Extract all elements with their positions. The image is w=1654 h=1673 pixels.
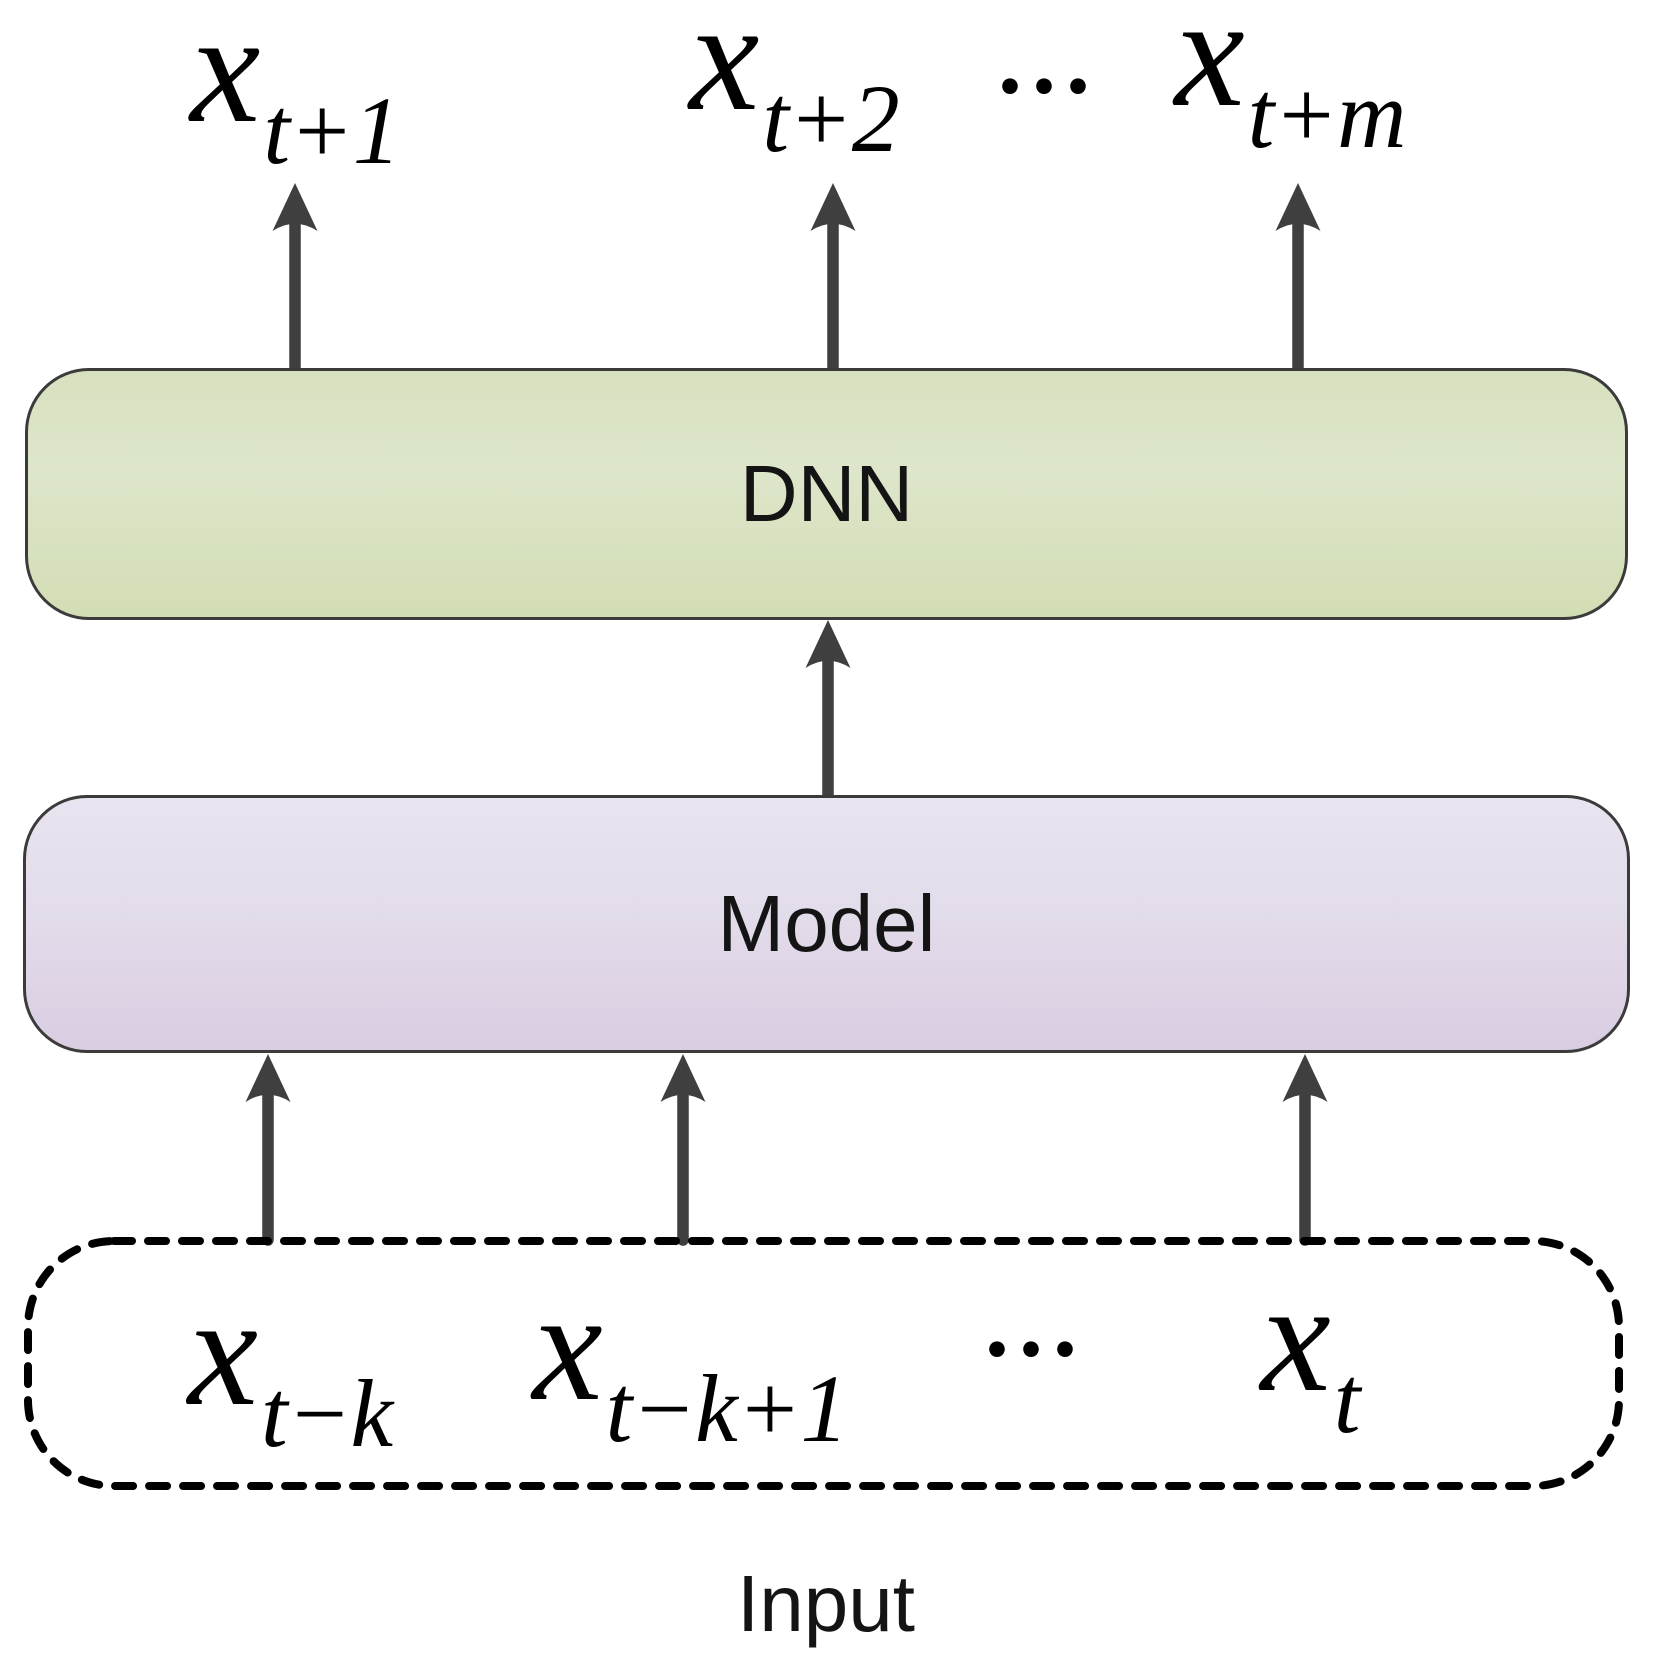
input-label-x-t-base: x: [1260, 1250, 1331, 1425]
output-ellipsis: ···: [993, 32, 1097, 139]
up-arrow-icon: [1282, 1054, 1328, 1246]
up-arrow-icon: [810, 183, 856, 373]
input-label-x-tk-base: x: [187, 1264, 259, 1439]
output-label-x-tm-sub: t+m: [1247, 61, 1407, 168]
output-label-x-tm: xt+m: [1174, 0, 1407, 163]
output-label-x-t2-base: x: [689, 0, 760, 144]
output-label-x-t1-sub: t+1: [263, 77, 400, 184]
input-label-x-t-sub: t: [1333, 1346, 1361, 1453]
input-label-x-tk1-base: x: [532, 1259, 603, 1434]
input-caption: Input: [737, 1559, 915, 1648]
dnn-label: DNN: [739, 449, 914, 538]
input-label-x-tk: xt−k: [188, 1273, 393, 1462]
output-label-x-t1-base: x: [190, 0, 261, 156]
input-label-x-tk-sub: t−k: [261, 1360, 393, 1467]
up-arrow-icon: [1275, 183, 1321, 373]
model-label: Model: [717, 879, 936, 968]
input-label-x-t: xt: [1261, 1259, 1361, 1448]
output-label-x-tm-base: x: [1174, 0, 1245, 140]
dnn-box: DNN: [25, 368, 1628, 620]
up-arrow-icon: [660, 1054, 706, 1246]
input-label-x-tk1: xt−k+1: [533, 1268, 849, 1457]
output-label-x-t2-sub: t+2: [762, 65, 899, 172]
input-label-x-tk1-sub: t−k+1: [605, 1355, 849, 1462]
up-arrow-icon: [245, 1054, 291, 1246]
output-label-x-t2: xt+2: [689, 0, 900, 167]
input-dashed-box: [24, 1237, 1623, 1490]
model-box: Model: [23, 795, 1630, 1053]
input-ellipsis: ···: [980, 1295, 1084, 1402]
up-arrow-icon: [805, 620, 851, 801]
output-label-x-t1: xt+1: [190, 0, 401, 179]
up-arrow-icon: [272, 183, 318, 373]
